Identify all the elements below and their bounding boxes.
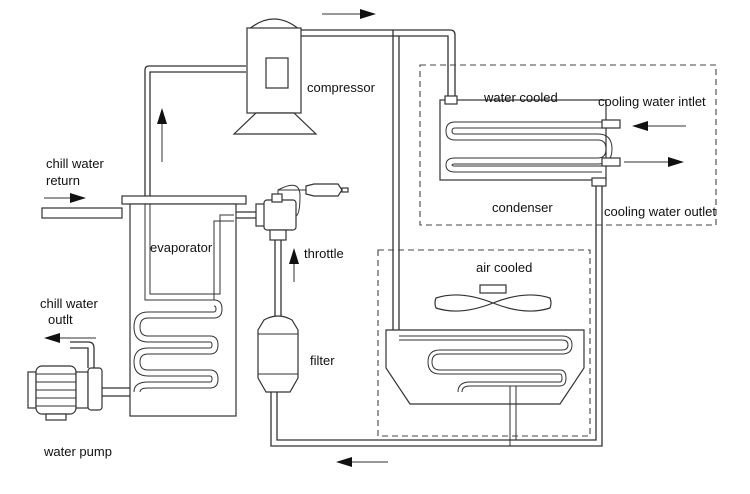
evaporator-coil-icon — [133, 299, 223, 393]
water-pump-label: water pump — [43, 444, 112, 459]
cooling-water-inlet-label: cooling water intlet — [598, 94, 706, 109]
fan-icon — [434, 284, 552, 312]
condenser-coil-icon — [439, 95, 621, 187]
air-cooled-label: air cooled — [476, 260, 532, 275]
filter-drier-icon — [257, 315, 299, 393]
evaporator-label: evaporator — [150, 240, 213, 255]
condenser-label: condenser — [492, 200, 553, 215]
condenser-boundary — [419, 64, 717, 226]
chill-water-outlet-label-line1: chill water — [40, 296, 98, 311]
chill-water-return-label-line2: return — [46, 173, 80, 188]
chill-water-piping — [41, 207, 130, 397]
chill-water-return-label-line1: chill water — [46, 156, 104, 171]
air-cooled-boundary — [377, 249, 591, 437]
throttle-valve-icon — [255, 183, 349, 241]
refrigerant-piping — [144, 29, 603, 447]
cooling-water-outlet-label: cooling water outlet — [604, 204, 716, 219]
compressor-label: compressor — [307, 80, 376, 95]
water-pump-icon — [27, 365, 103, 421]
compressor-icon — [232, 18, 318, 135]
filter-label: filter — [310, 353, 335, 368]
flow-arrow-icon — [44, 9, 686, 467]
water-cooled-label: water cooled — [483, 90, 558, 105]
chill-water-outlet-label-line2: outlt — [48, 312, 73, 327]
air-cooled-coil-icon — [385, 329, 585, 446]
throttle-label: throttle — [304, 246, 344, 261]
